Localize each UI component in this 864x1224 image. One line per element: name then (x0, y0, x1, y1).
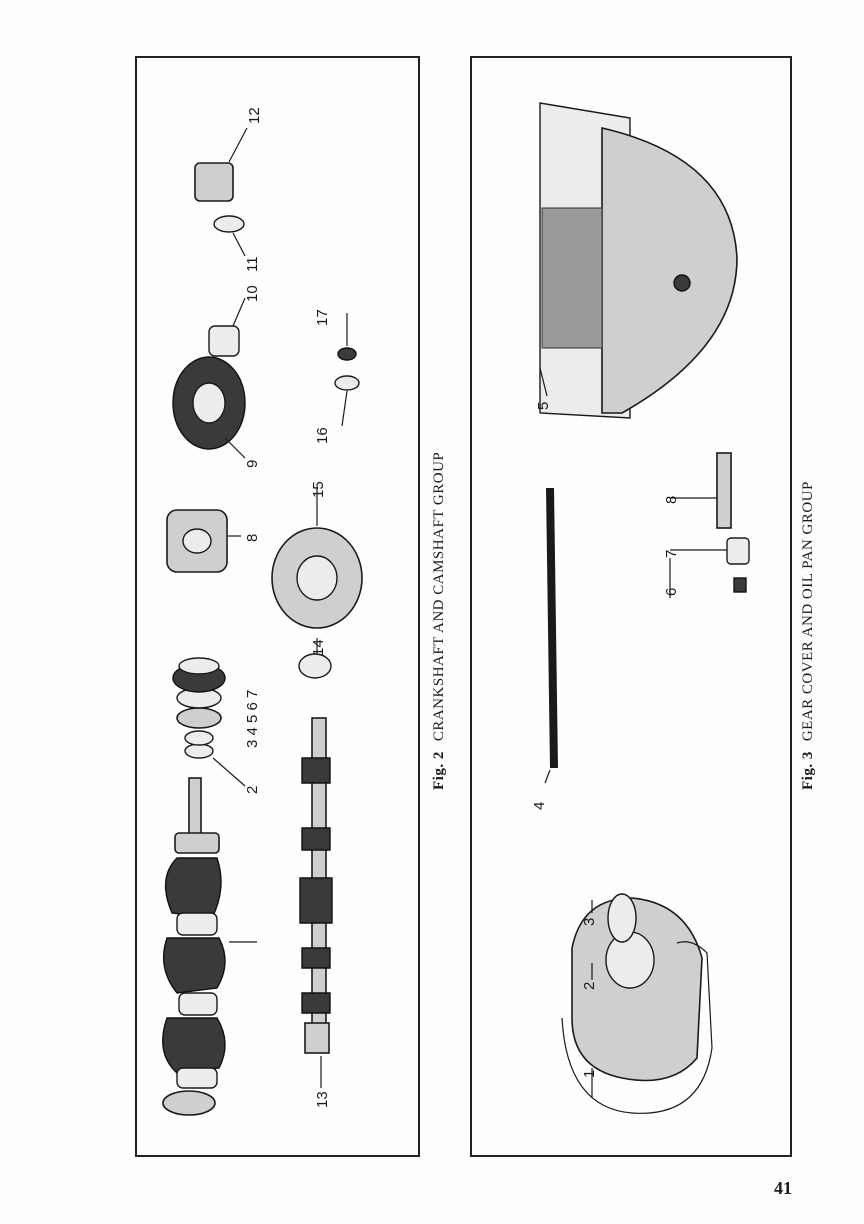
fig2-caption: Fig. 2 CRANKSHAFT AND CAMSHAFT GROUP (431, 452, 448, 790)
washer-small (335, 376, 359, 390)
label-1: 1 (581, 1070, 598, 1078)
fig3-caption: Fig. 3 GEAR COVER AND OIL PAN GROUP (800, 481, 817, 790)
label-2: 2 (581, 982, 598, 990)
fig2-illustration: 2 3 4 5 6 7 8 9 10 11 12 13 14 15 16 17 (135, 56, 420, 1157)
bushing (727, 538, 749, 564)
fig3-number: Fig. 3 (800, 751, 816, 790)
label-13: 13 (314, 1091, 331, 1108)
label-8: 8 (244, 534, 261, 542)
crankshaft (163, 778, 257, 1115)
oil-seal (608, 894, 636, 942)
starting-jaw (195, 163, 233, 201)
tube (717, 453, 731, 528)
label-3: 3 (581, 918, 598, 926)
crankshaft-camshaft-drawing: 2 3 4 5 6 7 8 9 10 11 12 13 14 15 16 17 (137, 58, 418, 1155)
label-11: 11 (244, 256, 261, 272)
fan-pulley (173, 357, 245, 449)
label-5: 5 (535, 402, 552, 410)
fig2-number: Fig. 2 (431, 751, 447, 790)
label-12: 12 (246, 107, 263, 124)
fig3-title: GEAR COVER AND OIL PAN GROUP (800, 481, 816, 741)
label-9: 9 (244, 460, 261, 468)
fig2-title: CRANKSHAFT AND CAMSHAFT GROUP (431, 452, 447, 741)
camshaft (300, 718, 332, 1088)
oil-seal (209, 326, 239, 356)
nut (338, 348, 356, 360)
label-3-7: 3 4 5 6 7 (244, 690, 261, 748)
crankshaft-gear (167, 510, 227, 572)
oil-pan (540, 103, 737, 418)
plug (734, 578, 746, 592)
oil-pan-gasket (550, 488, 554, 768)
thrust-plate (299, 654, 331, 678)
label-4: 4 (531, 802, 548, 810)
fig3-illustration: 5 4 1 2 3 6 7 8 (470, 56, 792, 1157)
label-6: 6 (663, 588, 680, 596)
gear-cover-oil-pan-drawing: 5 4 1 2 3 6 7 8 (472, 58, 790, 1155)
thrust-washers (173, 658, 225, 758)
label-17: 17 (314, 309, 331, 326)
label-15: 15 (310, 481, 327, 498)
label-14: 14 (310, 639, 327, 656)
label-10: 10 (244, 285, 261, 302)
label-2: 2 (244, 786, 261, 794)
camshaft-gear (272, 528, 362, 628)
label-8: 8 (663, 496, 680, 504)
page-number: 41 (774, 1178, 792, 1199)
washer (214, 216, 244, 232)
label-16: 16 (314, 427, 331, 444)
label-7: 7 (663, 550, 680, 558)
